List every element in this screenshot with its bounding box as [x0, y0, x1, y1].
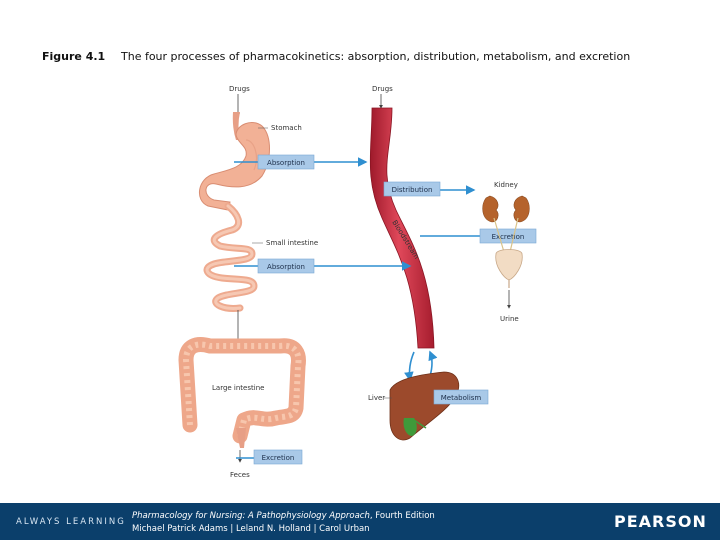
book-authors: Michael Patrick Adams | Leland N. Hollan… [132, 524, 370, 534]
metabolism-box [433, 389, 489, 405]
to-liver-arrow [404, 351, 415, 382]
liver-illustration [389, 371, 460, 441]
stomach-label: Stomach [271, 124, 302, 132]
absorption-box-2 [257, 258, 315, 274]
stomach-illustration [199, 112, 270, 211]
excretion-feces-label: Excretion [262, 454, 295, 462]
excretion-kidney-label: Excretion [492, 233, 525, 241]
absorption-box-1 [257, 154, 315, 170]
book-edition: , Fourth Edition [369, 511, 435, 521]
large-intestine-illustration [178, 337, 306, 448]
excretion-kidney-box [479, 228, 537, 244]
from-liver-arrow [428, 350, 438, 377]
bladder-illustration [495, 249, 523, 288]
large-intestine-label: Large intestine [212, 384, 264, 392]
distribution-label: Distribution [392, 186, 433, 194]
bloodstream-vessel [369, 107, 435, 349]
kidney-label: Kidney [494, 181, 518, 189]
figure-number: Figure 4.1 [42, 50, 106, 63]
feces-label: Feces [230, 471, 250, 479]
pearson-logo: PEARSON [614, 512, 707, 531]
liver-label: Liver [368, 394, 385, 402]
book-title: Pharmacology for Nursing: A Pathophysiol… [132, 511, 370, 521]
metabolism-label: Metabolism [441, 394, 482, 402]
absorption-label-1: Absorption [267, 159, 305, 167]
small-intestine-illustration [203, 202, 258, 312]
always-learning-tagline: ALWAYS LEARNING [16, 517, 126, 527]
drugs-label-left: Drugs [229, 85, 250, 93]
excretion-feces-box [253, 449, 303, 465]
drugs-label-right: Drugs [372, 85, 393, 93]
figure-caption: The four processes of pharmacokinetics: … [121, 50, 631, 63]
distribution-box [383, 181, 441, 197]
pharmacokinetics-diagram: Drugs Drugs Stomach Small intestine Larg… [178, 85, 537, 479]
urine-label: Urine [500, 315, 519, 323]
absorption-label-2: Absorption [267, 263, 305, 271]
kidneys-illustration [482, 195, 530, 253]
book-title-line: Pharmacology for Nursing: A Pathophysiol… [132, 511, 435, 521]
footer-bar: ALWAYS LEARNING Pharmacology for Nursing… [0, 503, 720, 540]
small-intestine-label: Small intestine [266, 239, 318, 247]
